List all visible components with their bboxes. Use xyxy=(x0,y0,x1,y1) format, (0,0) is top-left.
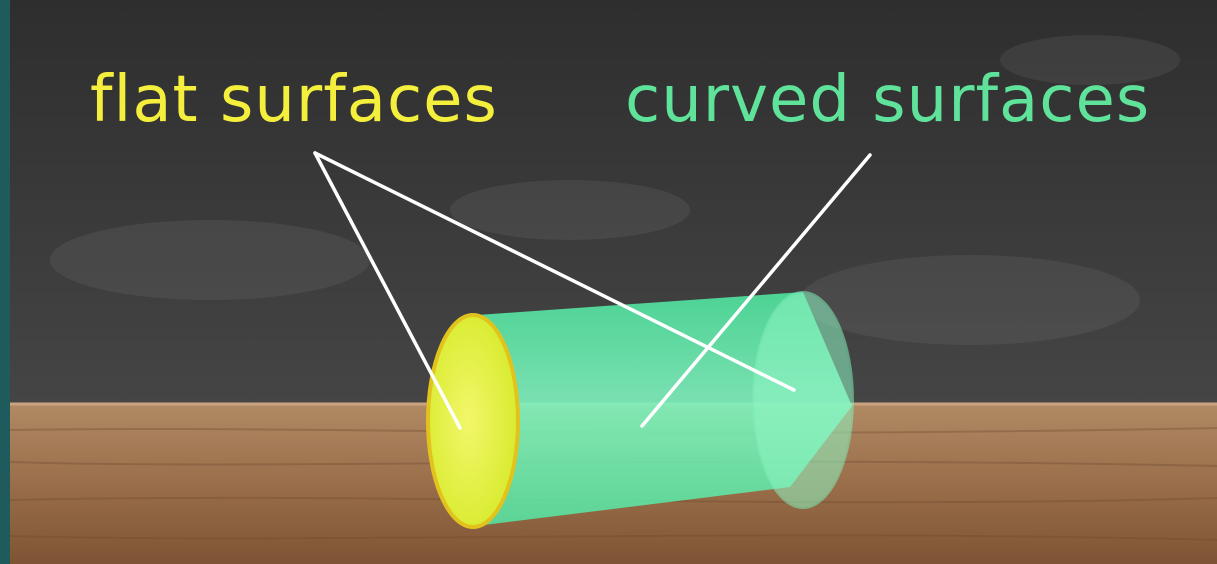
pointer-lines xyxy=(313,151,872,430)
chalk-smudges xyxy=(50,35,1180,345)
scene-illustration xyxy=(10,0,1217,564)
pointer-line-flat-far xyxy=(313,151,796,392)
left-edge-band xyxy=(0,0,10,564)
pointer-line-curved xyxy=(640,153,872,428)
pointer-line-flat-near xyxy=(313,151,462,430)
cylinder-far-end xyxy=(752,291,854,509)
cylinder xyxy=(426,291,854,529)
curved-surfaces-label: curved surfaces xyxy=(625,63,1151,137)
cylinder-near-end xyxy=(426,313,520,529)
flat-surfaces-label: flat surfaces xyxy=(90,63,498,137)
classroom-scene: flat surfaces curved surfaces xyxy=(10,0,1217,564)
